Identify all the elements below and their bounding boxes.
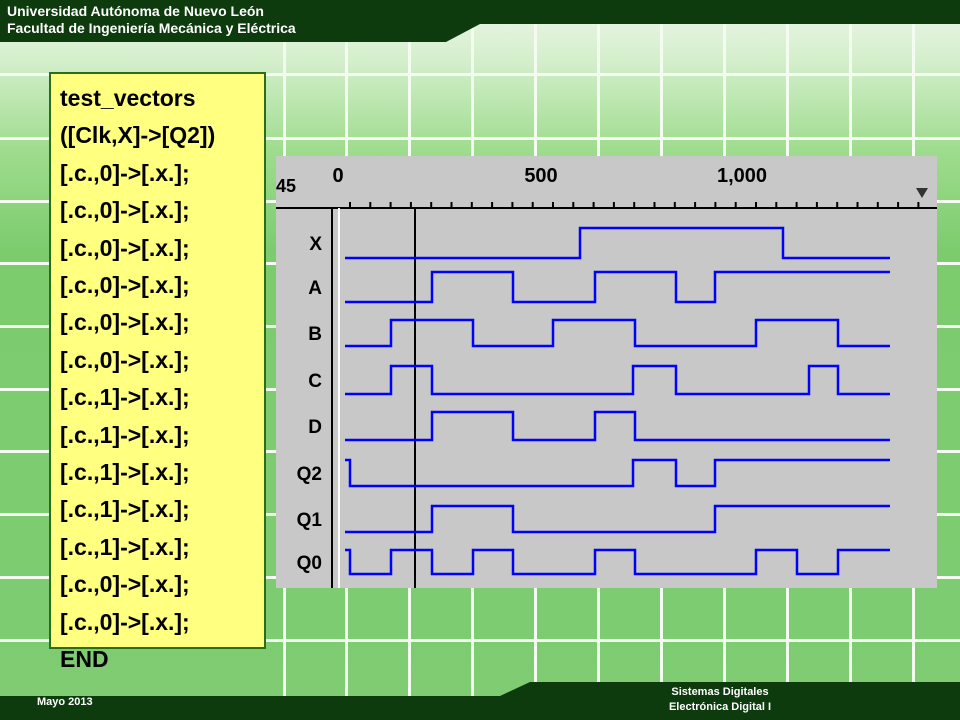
- footer-course: Sistemas Digitales Electrónica Digital I: [620, 685, 820, 715]
- university-name: Universidad Autónoma de Nuevo León: [7, 3, 264, 19]
- signal-name-label: X: [309, 234, 322, 255]
- footer-date: Mayo 2013: [37, 696, 93, 708]
- ruler-left-value: 45: [276, 176, 296, 196]
- signal-waveform: [345, 270, 890, 304]
- signal-name-label: D: [308, 417, 322, 438]
- signal-name-label: Q2: [297, 464, 322, 485]
- grid-line: [0, 73, 960, 76]
- header-banner: [0, 0, 960, 42]
- grid-line: [0, 137, 960, 140]
- time-ruler: [276, 156, 937, 208]
- ruler-time-label: 500: [524, 165, 557, 187]
- code-line: [.c.,1]->[.x.];: [60, 384, 190, 411]
- code-line: [.c.,0]->[.x.];: [60, 234, 190, 261]
- signal-waveform: [345, 364, 890, 396]
- signal-name-label: B: [308, 324, 322, 345]
- signal-waveform: [345, 226, 890, 260]
- course-subtitle: Electrónica Digital I: [668, 701, 772, 713]
- signal-name-label: Q0: [297, 553, 322, 574]
- code-line: [.c.,0]->[.x.];: [60, 309, 190, 336]
- footer-banner: [0, 682, 960, 720]
- slide-footer: Mayo 2013 Sistemas Digitales Electrónica…: [0, 682, 960, 720]
- ruler-time-label: 0: [332, 165, 343, 187]
- signal-waveform: [345, 410, 890, 442]
- signal-waveform: [345, 458, 890, 488]
- code-line: [.c.,1]->[.x.];: [60, 421, 190, 448]
- signal-name-label: Q1: [297, 510, 323, 531]
- faculty-name: Facultad de Ingeniería Mecánica y Eléctr…: [7, 20, 296, 36]
- code-line: [.c.,0]->[.x.];: [60, 608, 190, 635]
- code-line: [.c.,1]->[.x.];: [60, 533, 190, 560]
- test-vectors-box: test_vectors ([Clk,X]->[Q2]) [.c.,0]->[.…: [49, 72, 266, 672]
- slide-header: Universidad Autónoma de Nuevo León Facul…: [0, 0, 960, 42]
- code-line: [.c.,0]->[.x.];: [60, 272, 190, 299]
- course-name: Sistemas Digitales: [671, 686, 769, 698]
- triangle-down-icon: [916, 188, 928, 198]
- signal-waveform: [345, 504, 890, 534]
- signal-waveform: [345, 548, 890, 576]
- code-line: [.c.,0]->[.x.];: [60, 159, 190, 186]
- code-line: ([Clk,X]->[Q2]): [60, 122, 216, 149]
- code-line: [.c.,0]->[.x.];: [60, 571, 190, 598]
- ruler-time-label: 1,000: [717, 165, 767, 187]
- code-line: test_vectors: [60, 85, 196, 111]
- signal-name-label: C: [308, 371, 322, 392]
- code-line: [.c.,1]->[.x.];: [60, 496, 190, 523]
- header-text: Universidad Autónoma de Nuevo León Facul…: [7, 3, 296, 37]
- code-line: [.c.,0]->[.x.];: [60, 346, 190, 373]
- signal-waveform: [345, 318, 890, 348]
- signal-name-label: A: [308, 278, 322, 299]
- code-line: [.c.,0]->[.x.];: [60, 197, 190, 224]
- grid-line: [0, 639, 960, 642]
- code-line: [.c.,1]->[.x.];: [60, 459, 190, 486]
- code-line: END: [60, 646, 109, 673]
